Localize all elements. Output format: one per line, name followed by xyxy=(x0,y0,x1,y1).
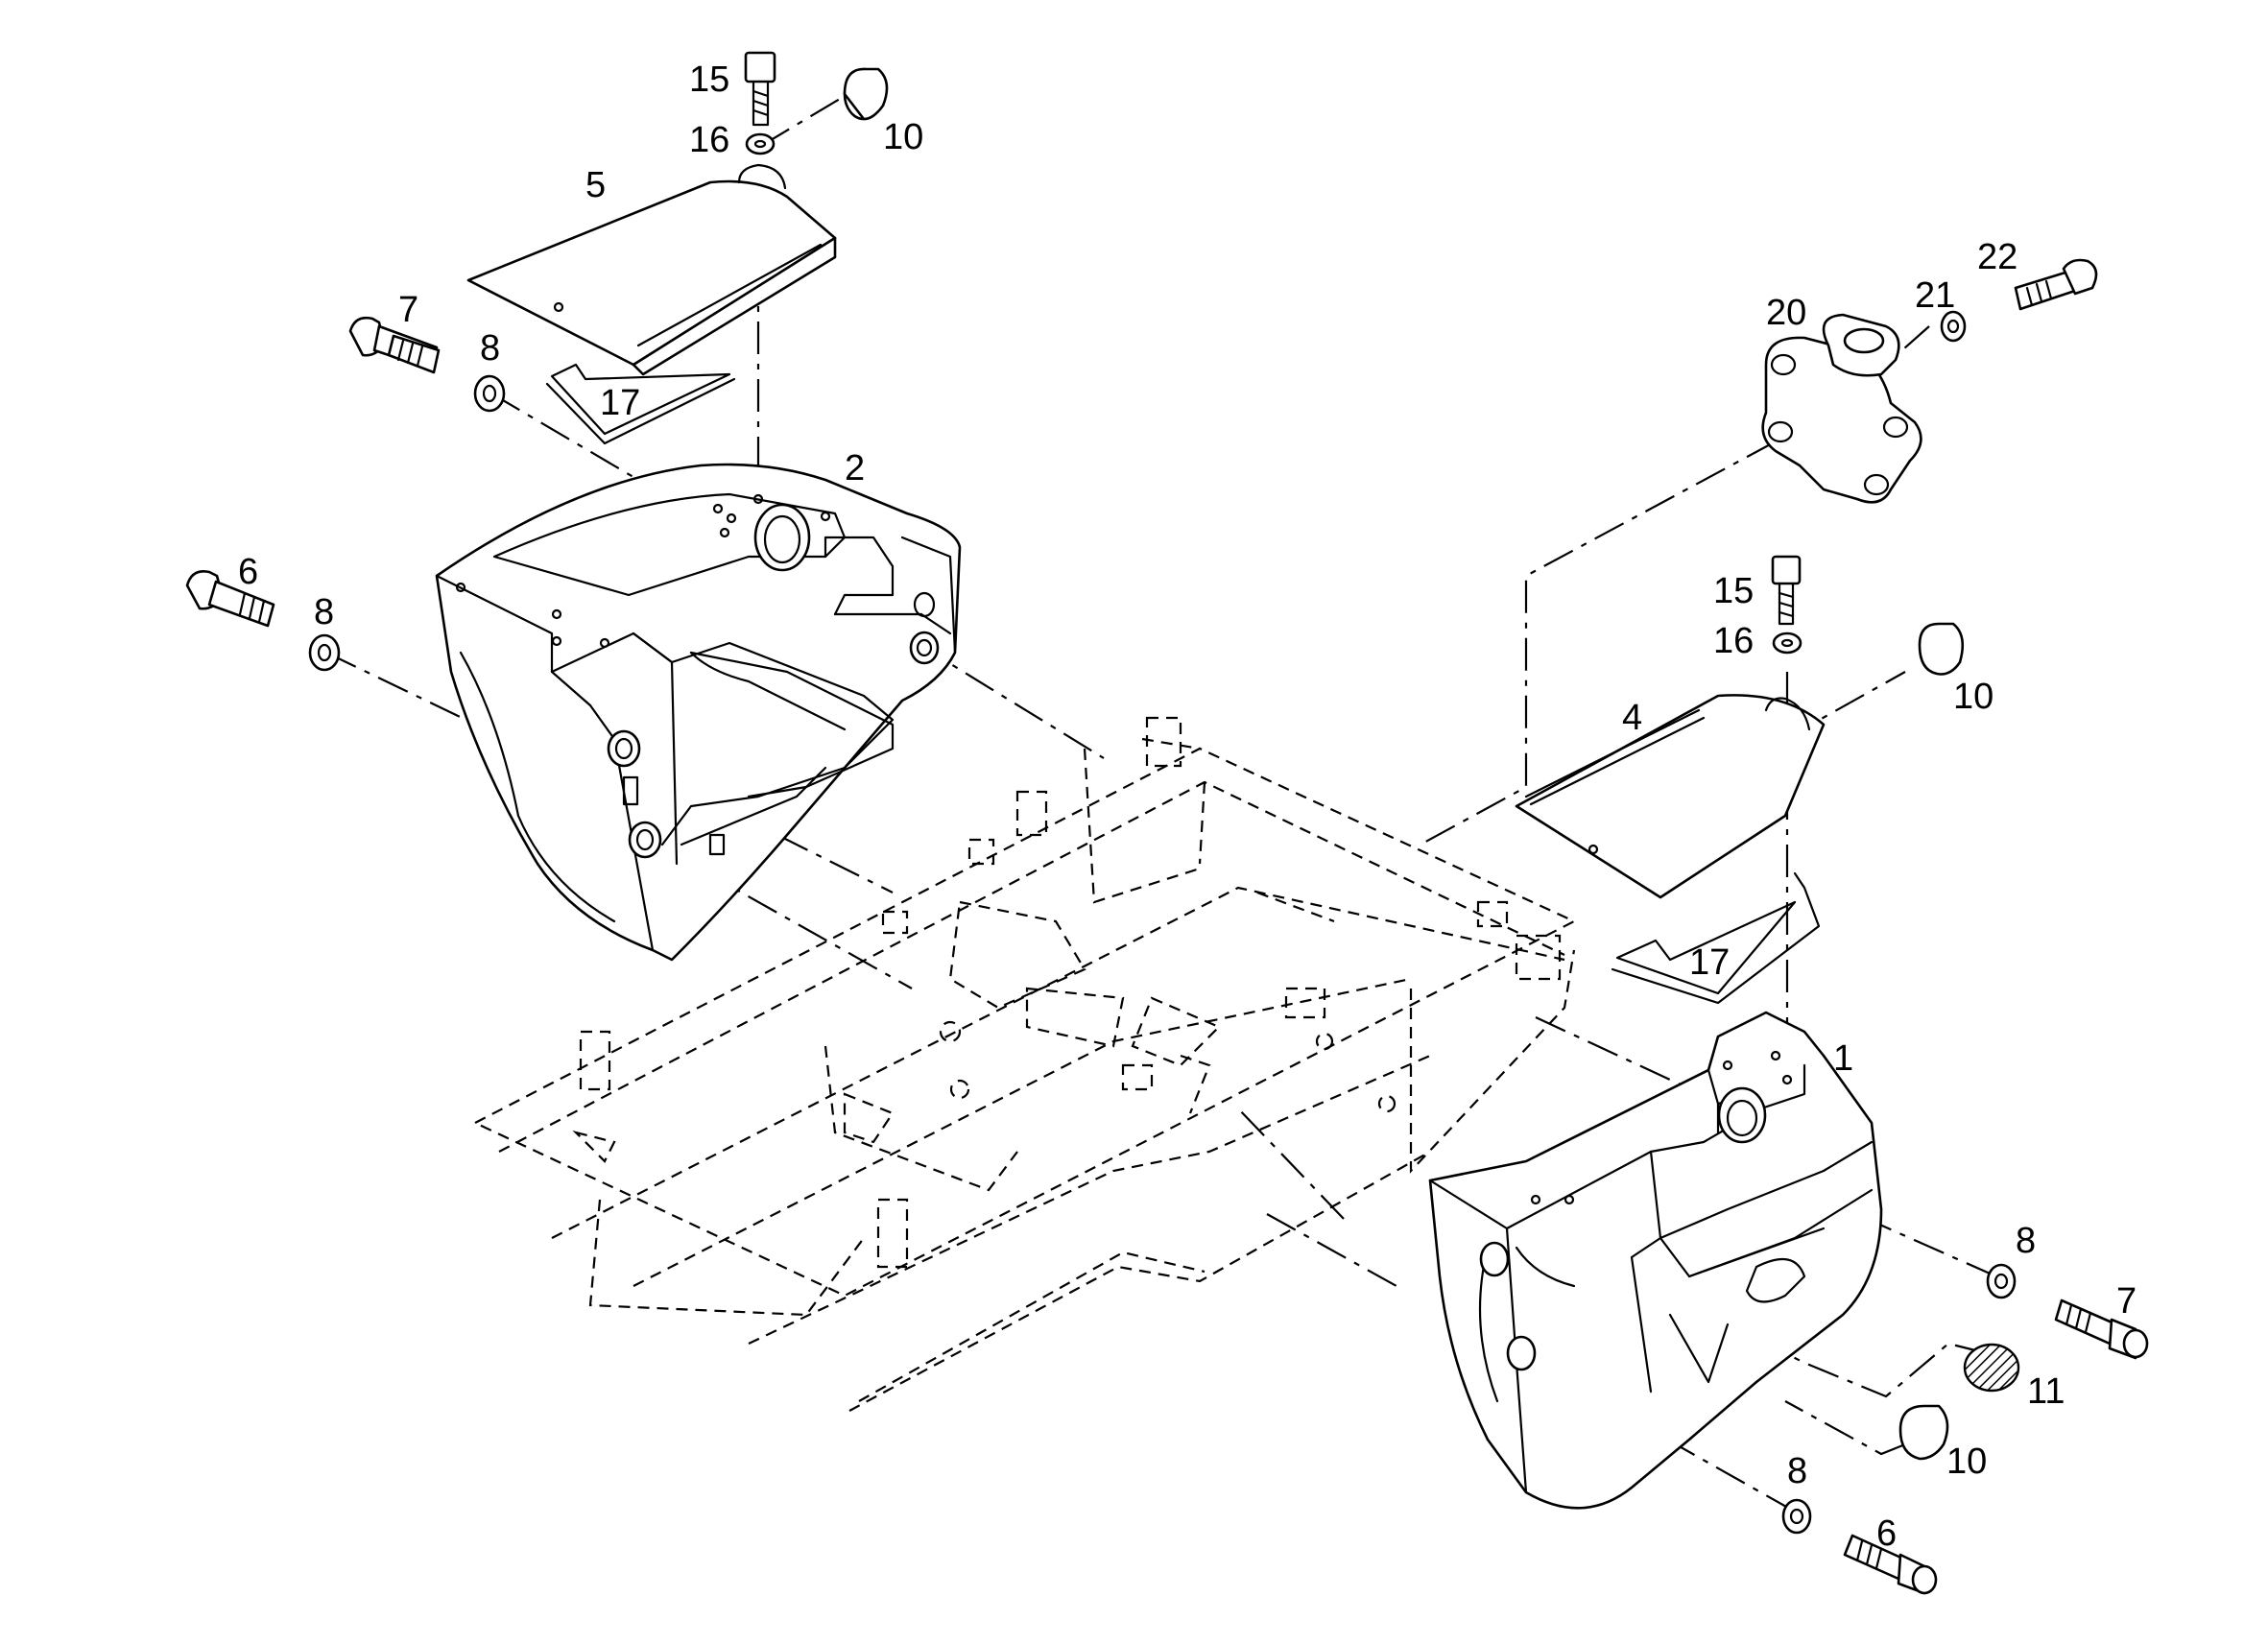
cap-10-right-bottom xyxy=(1898,1404,1949,1461)
gasket-17-left xyxy=(545,363,736,445)
washer-8-d xyxy=(1781,1498,1812,1535)
callout-8-right: 8 xyxy=(2016,1221,2036,1261)
callout-8-bottom: 8 xyxy=(1787,1451,1807,1491)
callout-6-right: 6 xyxy=(1876,1513,1897,1554)
callout-5: 5 xyxy=(585,165,606,205)
gasket-17-right xyxy=(1611,871,1821,1005)
washer-21 xyxy=(1940,310,1967,343)
callout-7-right: 7 xyxy=(2116,1281,2137,1322)
washer-16-top xyxy=(745,132,776,155)
bolt-15-right xyxy=(1771,555,1802,626)
callout-22: 22 xyxy=(1977,237,2017,277)
bolt-15-top xyxy=(744,51,776,127)
callout-17-right: 17 xyxy=(1689,942,1730,983)
cover-plate-5 xyxy=(466,163,837,376)
callout-16-right: 16 xyxy=(1713,621,1754,661)
flange-20 xyxy=(1761,313,1922,504)
housing-2-left xyxy=(435,463,962,962)
callout-17-left: 17 xyxy=(600,383,640,423)
cap-10-top xyxy=(843,67,889,121)
housing-1-right xyxy=(1428,1011,1883,1510)
callout-7-left: 7 xyxy=(398,290,418,330)
callout-10-right-bottom: 10 xyxy=(1946,1441,1987,1482)
callout-10-right-top: 10 xyxy=(1953,677,1993,717)
callout-21: 21 xyxy=(1915,275,1955,316)
cover-plate-4 xyxy=(1515,694,1826,899)
callout-20: 20 xyxy=(1766,293,1806,333)
washer-16-right xyxy=(1772,631,1802,655)
washer-8-c xyxy=(1986,1263,2017,1299)
chassis-frame-outline xyxy=(472,716,1577,1412)
callout-labels: 15 16 10 5 7 8 17 2 6 8 22 20 21 15 16 1… xyxy=(238,60,2137,1554)
washer-8-b xyxy=(308,633,341,672)
bolt-6-left xyxy=(185,570,275,628)
cap-10-right-top xyxy=(1918,622,1965,676)
callout-1: 1 xyxy=(1833,1038,1853,1079)
bolt-22 xyxy=(2014,258,2098,311)
callout-2: 2 xyxy=(845,448,865,488)
callout-15-top: 15 xyxy=(689,60,729,100)
bolt-6-right xyxy=(1843,1534,1938,1595)
callout-4: 4 xyxy=(1622,698,1642,738)
washer-8-a xyxy=(473,374,506,413)
callout-6-left: 6 xyxy=(238,552,258,592)
bolt-7-left xyxy=(348,317,441,374)
callout-16-top: 16 xyxy=(689,120,729,160)
callout-8-mid-left: 8 xyxy=(314,592,334,632)
callout-15-right: 15 xyxy=(1713,571,1754,611)
cap-11 xyxy=(1963,1343,2020,1393)
callout-10-top: 10 xyxy=(883,117,923,157)
callout-8-upper-left: 8 xyxy=(480,328,500,369)
callout-11: 11 xyxy=(2027,1371,2065,1412)
bolt-7-right xyxy=(2054,1299,2149,1360)
